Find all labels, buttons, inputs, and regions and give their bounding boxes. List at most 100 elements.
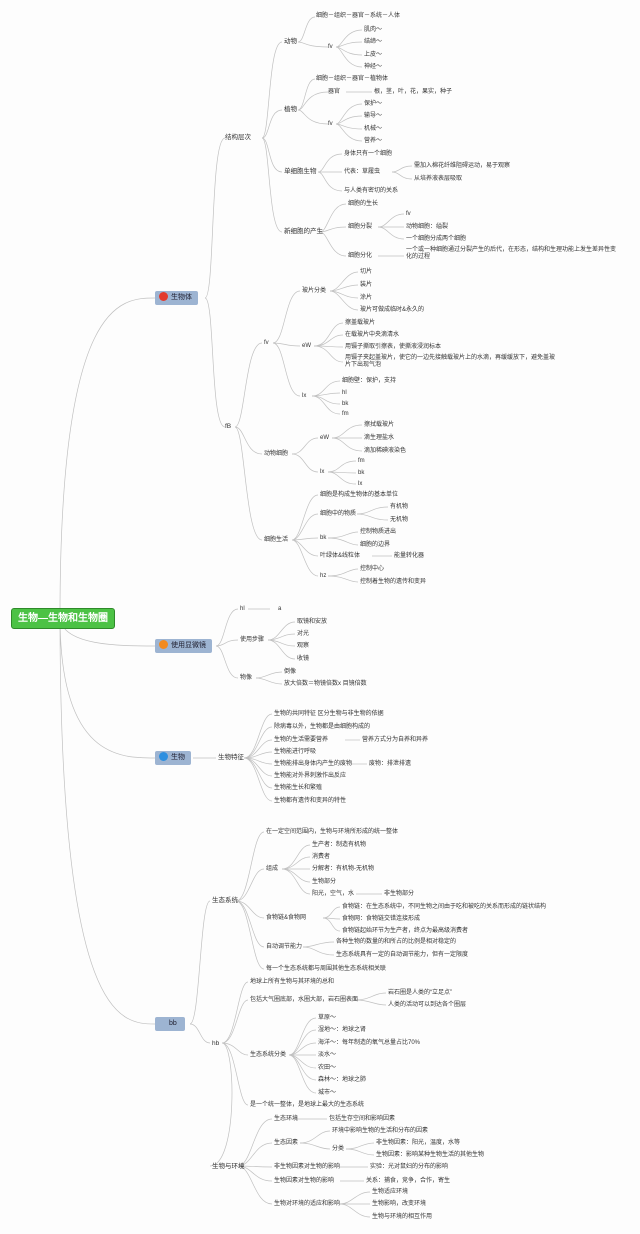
node[interactable]: 自动调节能力 — [266, 944, 303, 950]
node[interactable]: 生物对环境的适应和影响 — [274, 1201, 341, 1207]
node[interactable]: 能量转化器 — [394, 553, 425, 559]
node[interactable]: 控制着生物的遗传和变异 — [360, 579, 427, 585]
node[interactable]: 玻片分类 — [302, 288, 327, 294]
branch-living-things[interactable]: 生物 — [155, 751, 191, 765]
node[interactable]: 生产者：制造有机物 — [312, 842, 367, 848]
node[interactable]: 擦拭载玻片 — [364, 422, 395, 428]
branch-microscope[interactable]: 使用显微镜 — [155, 639, 212, 653]
node[interactable]: 取镜和安放 — [297, 619, 328, 625]
node[interactable]: 人类的活动可以到达各个圈层 — [388, 1002, 467, 1008]
node[interactable]: 需加入棉花纤维阻碍运动，易于观察 — [414, 163, 511, 169]
node[interactable]: 湿地～：地球之肾 — [318, 1027, 367, 1033]
node[interactable]: 生物与环境 — [212, 1163, 245, 1170]
node[interactable]: 分解者：有机物-无机物 — [312, 866, 374, 872]
node[interactable]: 生物适应环境 — [372, 1189, 409, 1195]
node[interactable]: 结缔～ — [364, 39, 383, 45]
node[interactable]: 用镊子夹起盖玻片，使它的一边先接触载玻片上的水滴，再缓缓放下，避免盖玻片下出现气… — [345, 355, 556, 368]
node[interactable]: 生物能对外界刺激作出反应 — [274, 773, 347, 779]
node[interactable]: 涂片 — [360, 295, 373, 301]
node[interactable]: 肌肉～ — [364, 27, 383, 33]
node[interactable]: 实验：光对鼠妇的分布的影响 — [370, 1164, 449, 1170]
node[interactable]: 身体只有一个细胞 — [344, 151, 393, 157]
node[interactable]: 除病毒以外，生物都是由细胞构成的 — [274, 724, 371, 730]
node[interactable]: 消费者 — [312, 854, 331, 860]
node[interactable]: 对光 — [297, 631, 310, 637]
node[interactable]: 食物网：食物链交错连接形成 — [342, 916, 421, 922]
node[interactable]: 切片 — [360, 269, 373, 275]
node[interactable]: 环境中影响生物的生活和分布的因素 — [332, 1128, 429, 1134]
node[interactable]: 机械～ — [364, 126, 383, 132]
branch-biosphere[interactable]: bb — [155, 1017, 185, 1031]
node[interactable]: 食物链：在生态系统中，不同生物之间由于吃和被吃的关系而形成的链状结构 — [342, 904, 547, 910]
node[interactable]: 各种生物的数量的和所占的比例是相对稳定的 — [336, 939, 457, 945]
node[interactable]: 动物 — [284, 38, 297, 45]
node[interactable]: fB — [225, 423, 232, 430]
node[interactable]: 分类 — [332, 1146, 345, 1152]
node[interactable]: 食物链起始环节为生产者，终点为最高级消费者 — [342, 928, 469, 934]
node[interactable]: 结构层次 — [225, 134, 251, 141]
node[interactable]: 滴加稀碘液染色 — [364, 448, 407, 454]
node[interactable]: 农田～ — [318, 1065, 337, 1071]
branch-organism[interactable]: 生物体 — [155, 291, 198, 305]
node[interactable]: 用镊子撕取引擦表，使撕液浸润标本 — [345, 344, 442, 350]
node[interactable]: 细胞的生长 — [348, 201, 379, 207]
node[interactable]: 生物的生活需要营养 — [274, 737, 329, 743]
root-topic[interactable]: 生物—生物和生物圈 — [11, 608, 115, 629]
node[interactable]: 细胞中的物质 — [320, 511, 357, 517]
node[interactable]: 生物因素：影响某种生物生活的其他生物 — [376, 1152, 485, 1158]
node[interactable]: 生态系统分类 — [250, 1052, 287, 1058]
node[interactable]: 生物因素对生物的影响 — [274, 1178, 335, 1184]
node[interactable]: hb — [212, 1040, 220, 1047]
node[interactable]: 淡水～ — [318, 1052, 337, 1058]
node[interactable]: 组成 — [266, 866, 279, 872]
node[interactable]: 一个或一种细胞通过分裂产生的后代，在形态，结构和生理功能上发生差异性变化的过程 — [406, 247, 617, 260]
node[interactable]: 装片 — [360, 282, 373, 288]
node[interactable]: 控制物质进出 — [360, 529, 397, 535]
node[interactable]: 每一个生态系统都与周围其他生态系统相关联 — [266, 966, 387, 972]
node[interactable]: 营养～ — [364, 138, 383, 144]
node[interactable]: 物像 — [240, 675, 253, 681]
node[interactable]: 与人类有密切的关系 — [344, 188, 399, 194]
node[interactable]: 生物特征 — [218, 754, 244, 761]
node[interactable]: lx — [358, 481, 363, 487]
node[interactable]: hl — [240, 606, 245, 612]
node[interactable]: 代表：草履虫 — [344, 169, 381, 175]
node[interactable]: 控制中心 — [360, 566, 385, 572]
node[interactable]: 城市～ — [318, 1090, 337, 1096]
node[interactable]: 细胞生活 — [264, 537, 289, 543]
node[interactable]: 非生物部分 — [384, 891, 415, 897]
node[interactable]: 食物链&食物网 — [266, 915, 307, 921]
node[interactable]: bk — [320, 535, 327, 541]
node[interactable]: 生态环境 — [274, 1116, 299, 1122]
node[interactable]: 使用步骤 — [240, 637, 265, 643]
node[interactable]: 生物部分 — [312, 879, 337, 885]
node[interactable]: fv — [328, 44, 333, 50]
node[interactable]: 观察 — [297, 643, 310, 649]
node[interactable]: 海洋～：每年制造的氧气总量占比70% — [318, 1040, 421, 1046]
node[interactable]: 生态系统具有一定的自动调节能力，但有一定限度 — [336, 952, 469, 958]
node[interactable]: 一个细胞分成两个细胞 — [406, 236, 467, 242]
node[interactable]: fm — [342, 411, 349, 417]
node[interactable]: a — [278, 606, 282, 612]
node[interactable]: 擦盖载玻片 — [345, 320, 376, 326]
node[interactable]: 收镜 — [297, 656, 310, 662]
node[interactable]: 生态系统 — [212, 897, 238, 904]
node[interactable]: fv — [406, 211, 411, 217]
node[interactable]: 生物的共同特征 区分生物与非生物的依据 — [274, 711, 384, 717]
node[interactable]: eW — [302, 343, 311, 349]
node[interactable]: 细胞壁：保护，支持 — [342, 378, 397, 384]
node[interactable]: fm — [358, 458, 365, 464]
node[interactable]: lx — [320, 469, 325, 475]
node[interactable]: 地球上所有生物与其环境的总和 — [250, 979, 335, 985]
node[interactable]: 阳光，空气，水 — [312, 891, 355, 897]
node[interactable]: 输导～ — [364, 113, 383, 119]
node[interactable]: 非生物因素对生物的影响 — [274, 1164, 341, 1170]
node[interactable]: 草原～ — [318, 1015, 337, 1021]
node[interactable]: 倒像 — [284, 669, 297, 675]
node[interactable]: 无机物 — [390, 517, 409, 523]
node[interactable]: 动物细胞 — [264, 451, 289, 457]
node[interactable]: 细胞是构成生物体的基本单位 — [320, 492, 399, 498]
node[interactable]: hl — [342, 390, 347, 396]
node[interactable]: 植物 — [284, 106, 297, 113]
node[interactable]: 放大倍数＝物镜倍数x 目镜倍数 — [284, 681, 367, 687]
